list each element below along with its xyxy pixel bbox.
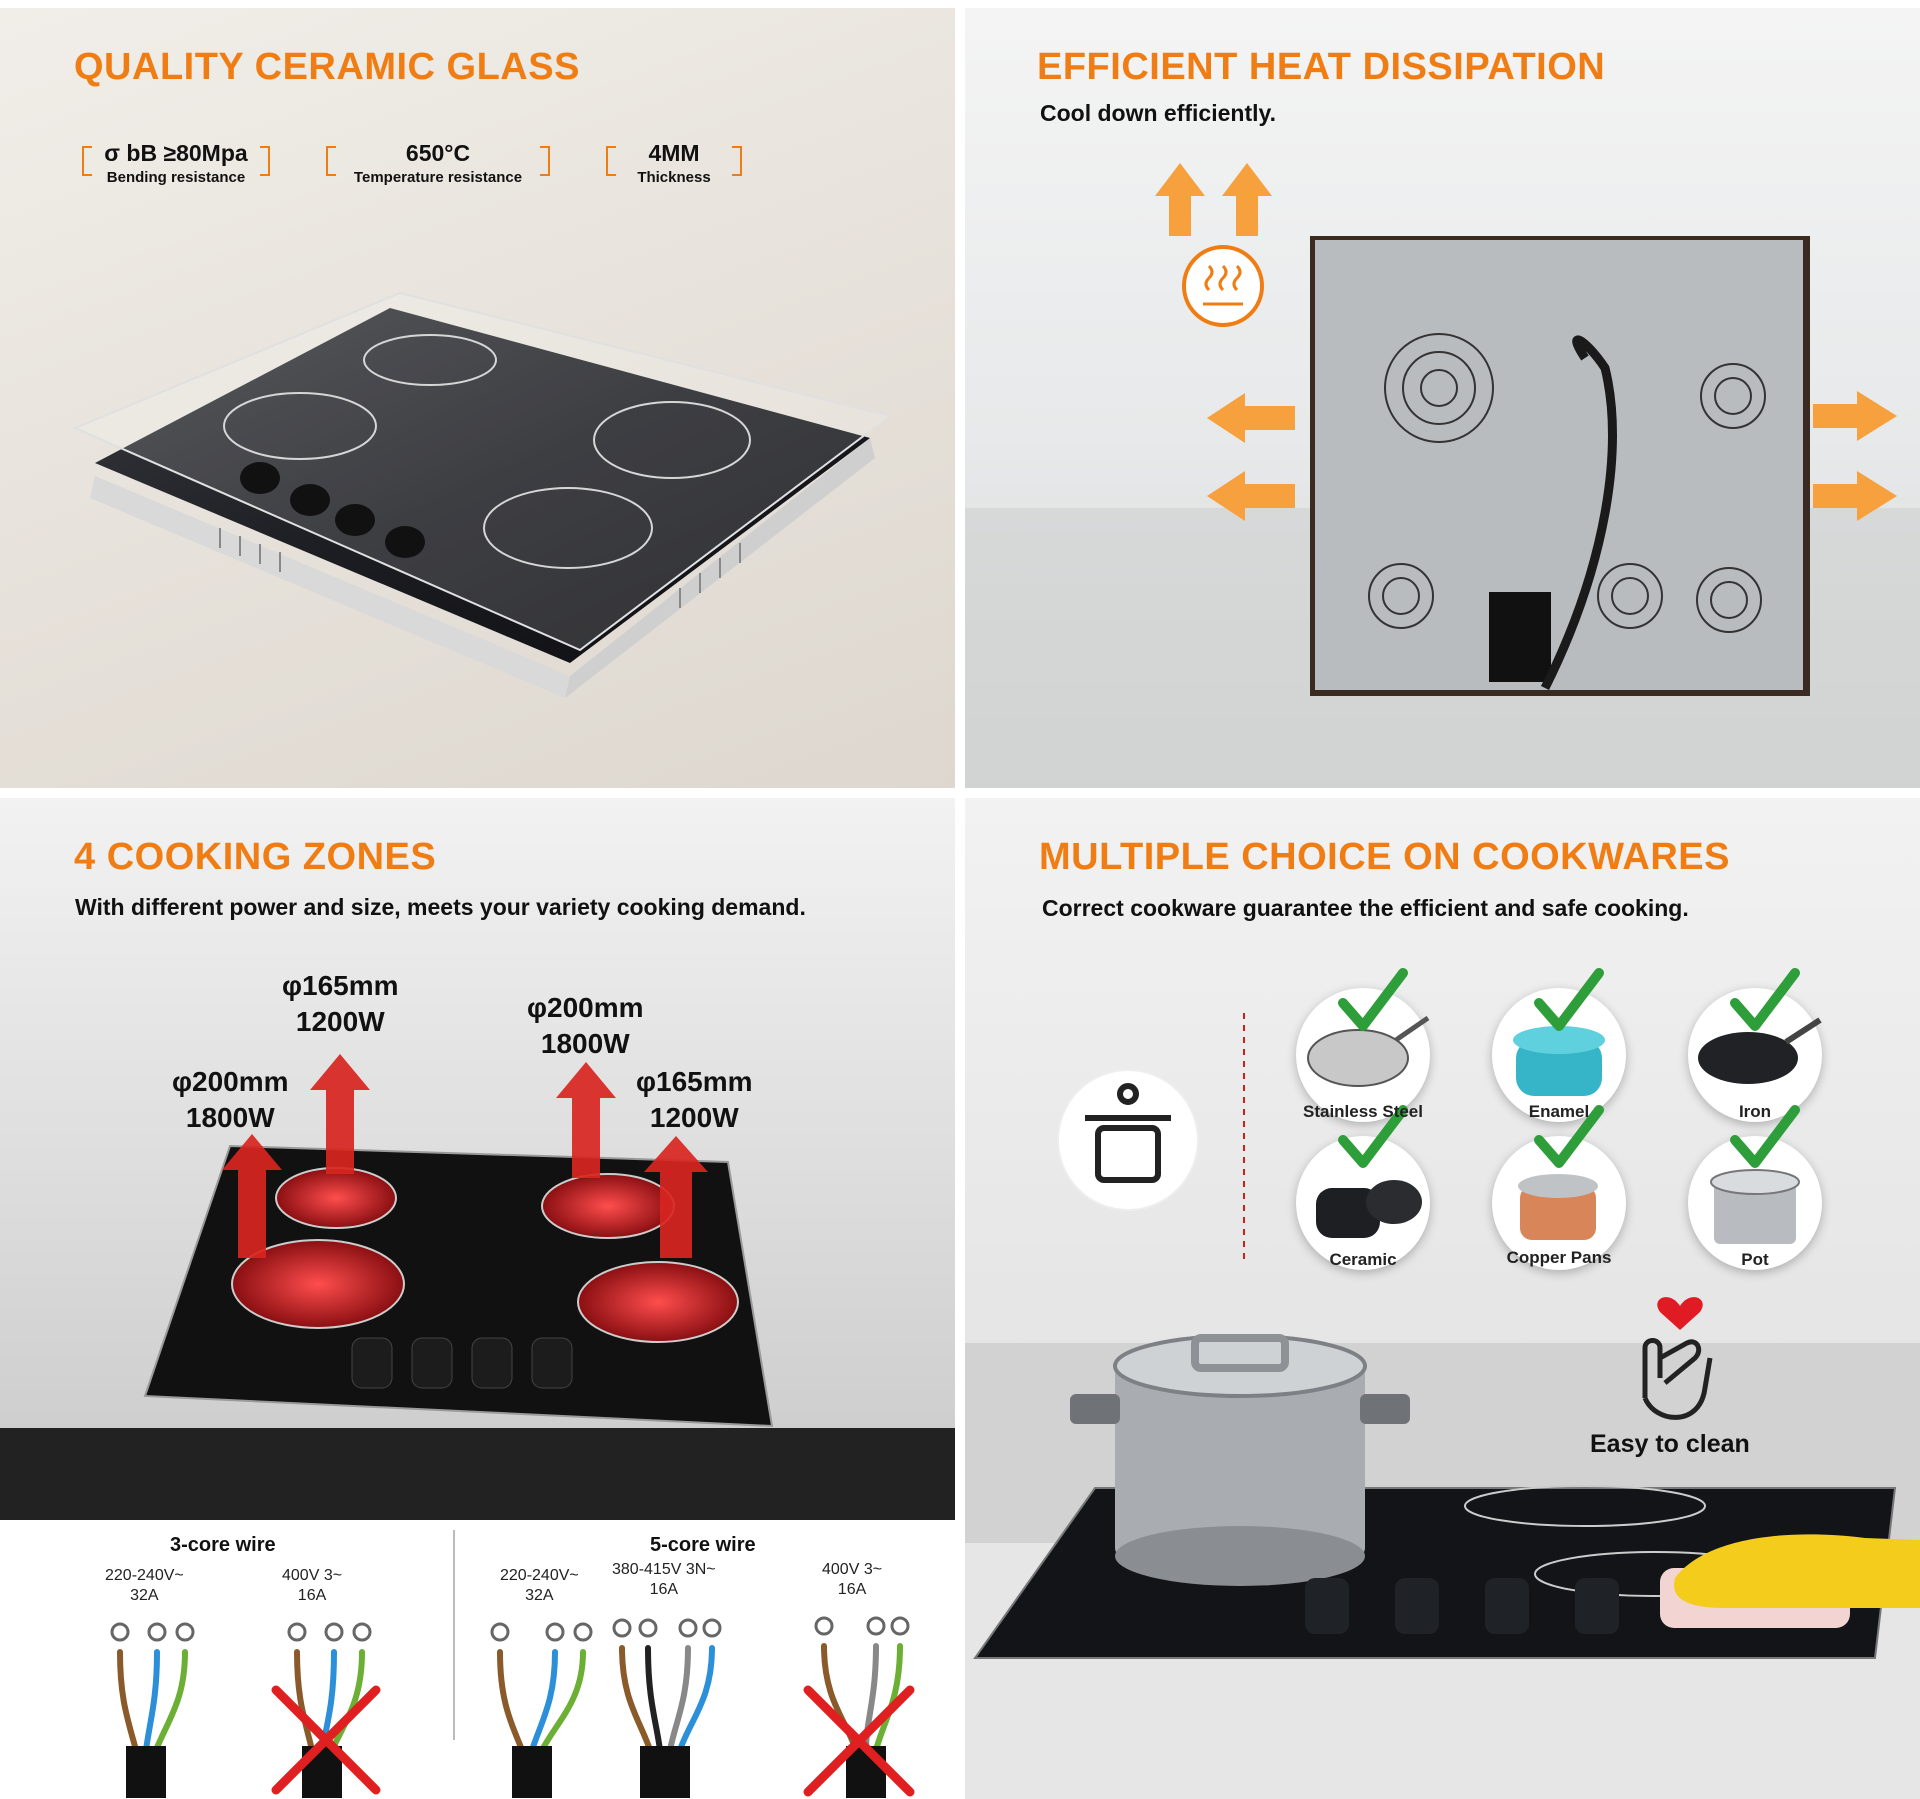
arrow-left-icon	[1207, 393, 1295, 521]
cookware-label: Enamel	[1528, 1102, 1590, 1121]
panel-quality-ceramic-glass: QUALITY CERAMIC GLASS σ bB ≥80Mpa Bendin…	[0, 8, 955, 788]
cookware-circle	[1688, 1136, 1822, 1270]
panel-subtitle: With different power and size, meets you…	[75, 894, 806, 920]
spec-label: Bending resistance	[106, 169, 246, 186]
wire-spec: 220-240V~32A	[500, 1567, 579, 1604]
check-icon	[1338, 1105, 1408, 1168]
check-icon	[1730, 968, 1800, 1031]
arrow-up-icon	[222, 1054, 708, 1258]
check-icon	[1534, 1105, 1604, 1168]
stock-pot-icon	[1710, 1169, 1800, 1244]
panel-subtitle: Correct cookware guarantee the efficient…	[1042, 895, 1689, 921]
cookware-label: Iron	[1738, 1102, 1772, 1121]
wire-heading: 5-core wire	[650, 1534, 756, 1556]
cookware-label: Copper Pans	[1506, 1248, 1612, 1267]
arrow-up-icon	[1155, 163, 1272, 236]
spec-value: 650°C	[405, 140, 471, 166]
spec-value: σ bB ≥80Mpa	[104, 140, 248, 166]
wire-spec: 220-240V~32A	[105, 1567, 184, 1604]
heat-icon	[1182, 245, 1264, 327]
glove-illustration	[1660, 1534, 1920, 1628]
wire-illustration	[110, 1616, 915, 1798]
arrow-right-icon	[1813, 391, 1897, 521]
panel-title: MULTIPLE CHOICE ON COOKWARES	[1039, 836, 1730, 878]
wiring-diagram: 3-core wire 5-core wire 220-240V~32A 400…	[0, 1520, 955, 1799]
easy-clean-label: Easy to clean	[1590, 1430, 1750, 1458]
wire-spec: 400V 3~16A	[282, 1567, 343, 1604]
copper-pan-icon	[1518, 1174, 1598, 1240]
cookware-circle	[1492, 988, 1626, 1122]
cookware-circle	[1296, 988, 1430, 1122]
wire-heading: 3-core wire	[170, 1534, 276, 1556]
spec-bending: σ bB ≥80Mpa Bending resistance	[82, 136, 270, 188]
cookware-label: Stainless Steel	[1302, 1102, 1423, 1121]
cookware-circle	[1688, 988, 1822, 1122]
spec-temperature: 650°C Temperature resistance	[326, 136, 550, 188]
cooktop-illustration	[0, 798, 955, 1520]
panel-title: QUALITY CERAMIC GLASS	[74, 46, 580, 88]
spec-label: Thickness	[637, 169, 711, 186]
heart-icon	[1657, 1297, 1703, 1330]
enamel-pot-icon	[1513, 1026, 1605, 1096]
spec-value: 4MM	[648, 140, 700, 166]
ceramic-pot-icon	[1316, 1180, 1422, 1238]
heat-dissipation-illustration	[965, 163, 1920, 788]
check-icon	[1730, 1105, 1800, 1168]
cooktop-illustration	[72, 291, 893, 698]
spec-label: Temperature resistance	[353, 169, 523, 186]
wire-spec: 400V 3~16A	[822, 1561, 883, 1598]
check-marks	[1338, 968, 1800, 1168]
panel-cooking-zones: 4 COOKING ZONES With different power and…	[0, 798, 955, 1799]
cookware-label: Ceramic	[1329, 1250, 1397, 1269]
panel-heat-dissipation: EFFICIENT HEAT DISSIPATION Cool down eff…	[965, 8, 1920, 788]
spec-thickness: 4MM Thickness	[606, 136, 742, 188]
cross-icon	[271, 1685, 915, 1797]
check-icon	[1534, 968, 1604, 1031]
iron-pan-icon	[1698, 1017, 1822, 1084]
pot-illustration	[1070, 1334, 1410, 1586]
panel-title: EFFICIENT HEAT DISSIPATION	[1037, 46, 1606, 88]
cookware-label: Pot	[1741, 1250, 1769, 1269]
hand-icon	[1642, 1338, 1713, 1420]
pan-icon	[1307, 1015, 1430, 1087]
fan-vent	[1368, 333, 1766, 633]
panel-title: 4 COOKING ZONES	[74, 836, 437, 878]
check-icon	[1338, 968, 1408, 1031]
panel-subtitle: Cool down efficiently.	[1040, 100, 1276, 126]
wire-spec: 380-415V 3N~16A	[612, 1561, 716, 1598]
panel-cookwares: MULTIPLE CHOICE ON COOKWARES Correct coo…	[965, 798, 1920, 1799]
pot-icon	[1057, 1069, 1199, 1211]
kitchen-background	[965, 1013, 1920, 1799]
